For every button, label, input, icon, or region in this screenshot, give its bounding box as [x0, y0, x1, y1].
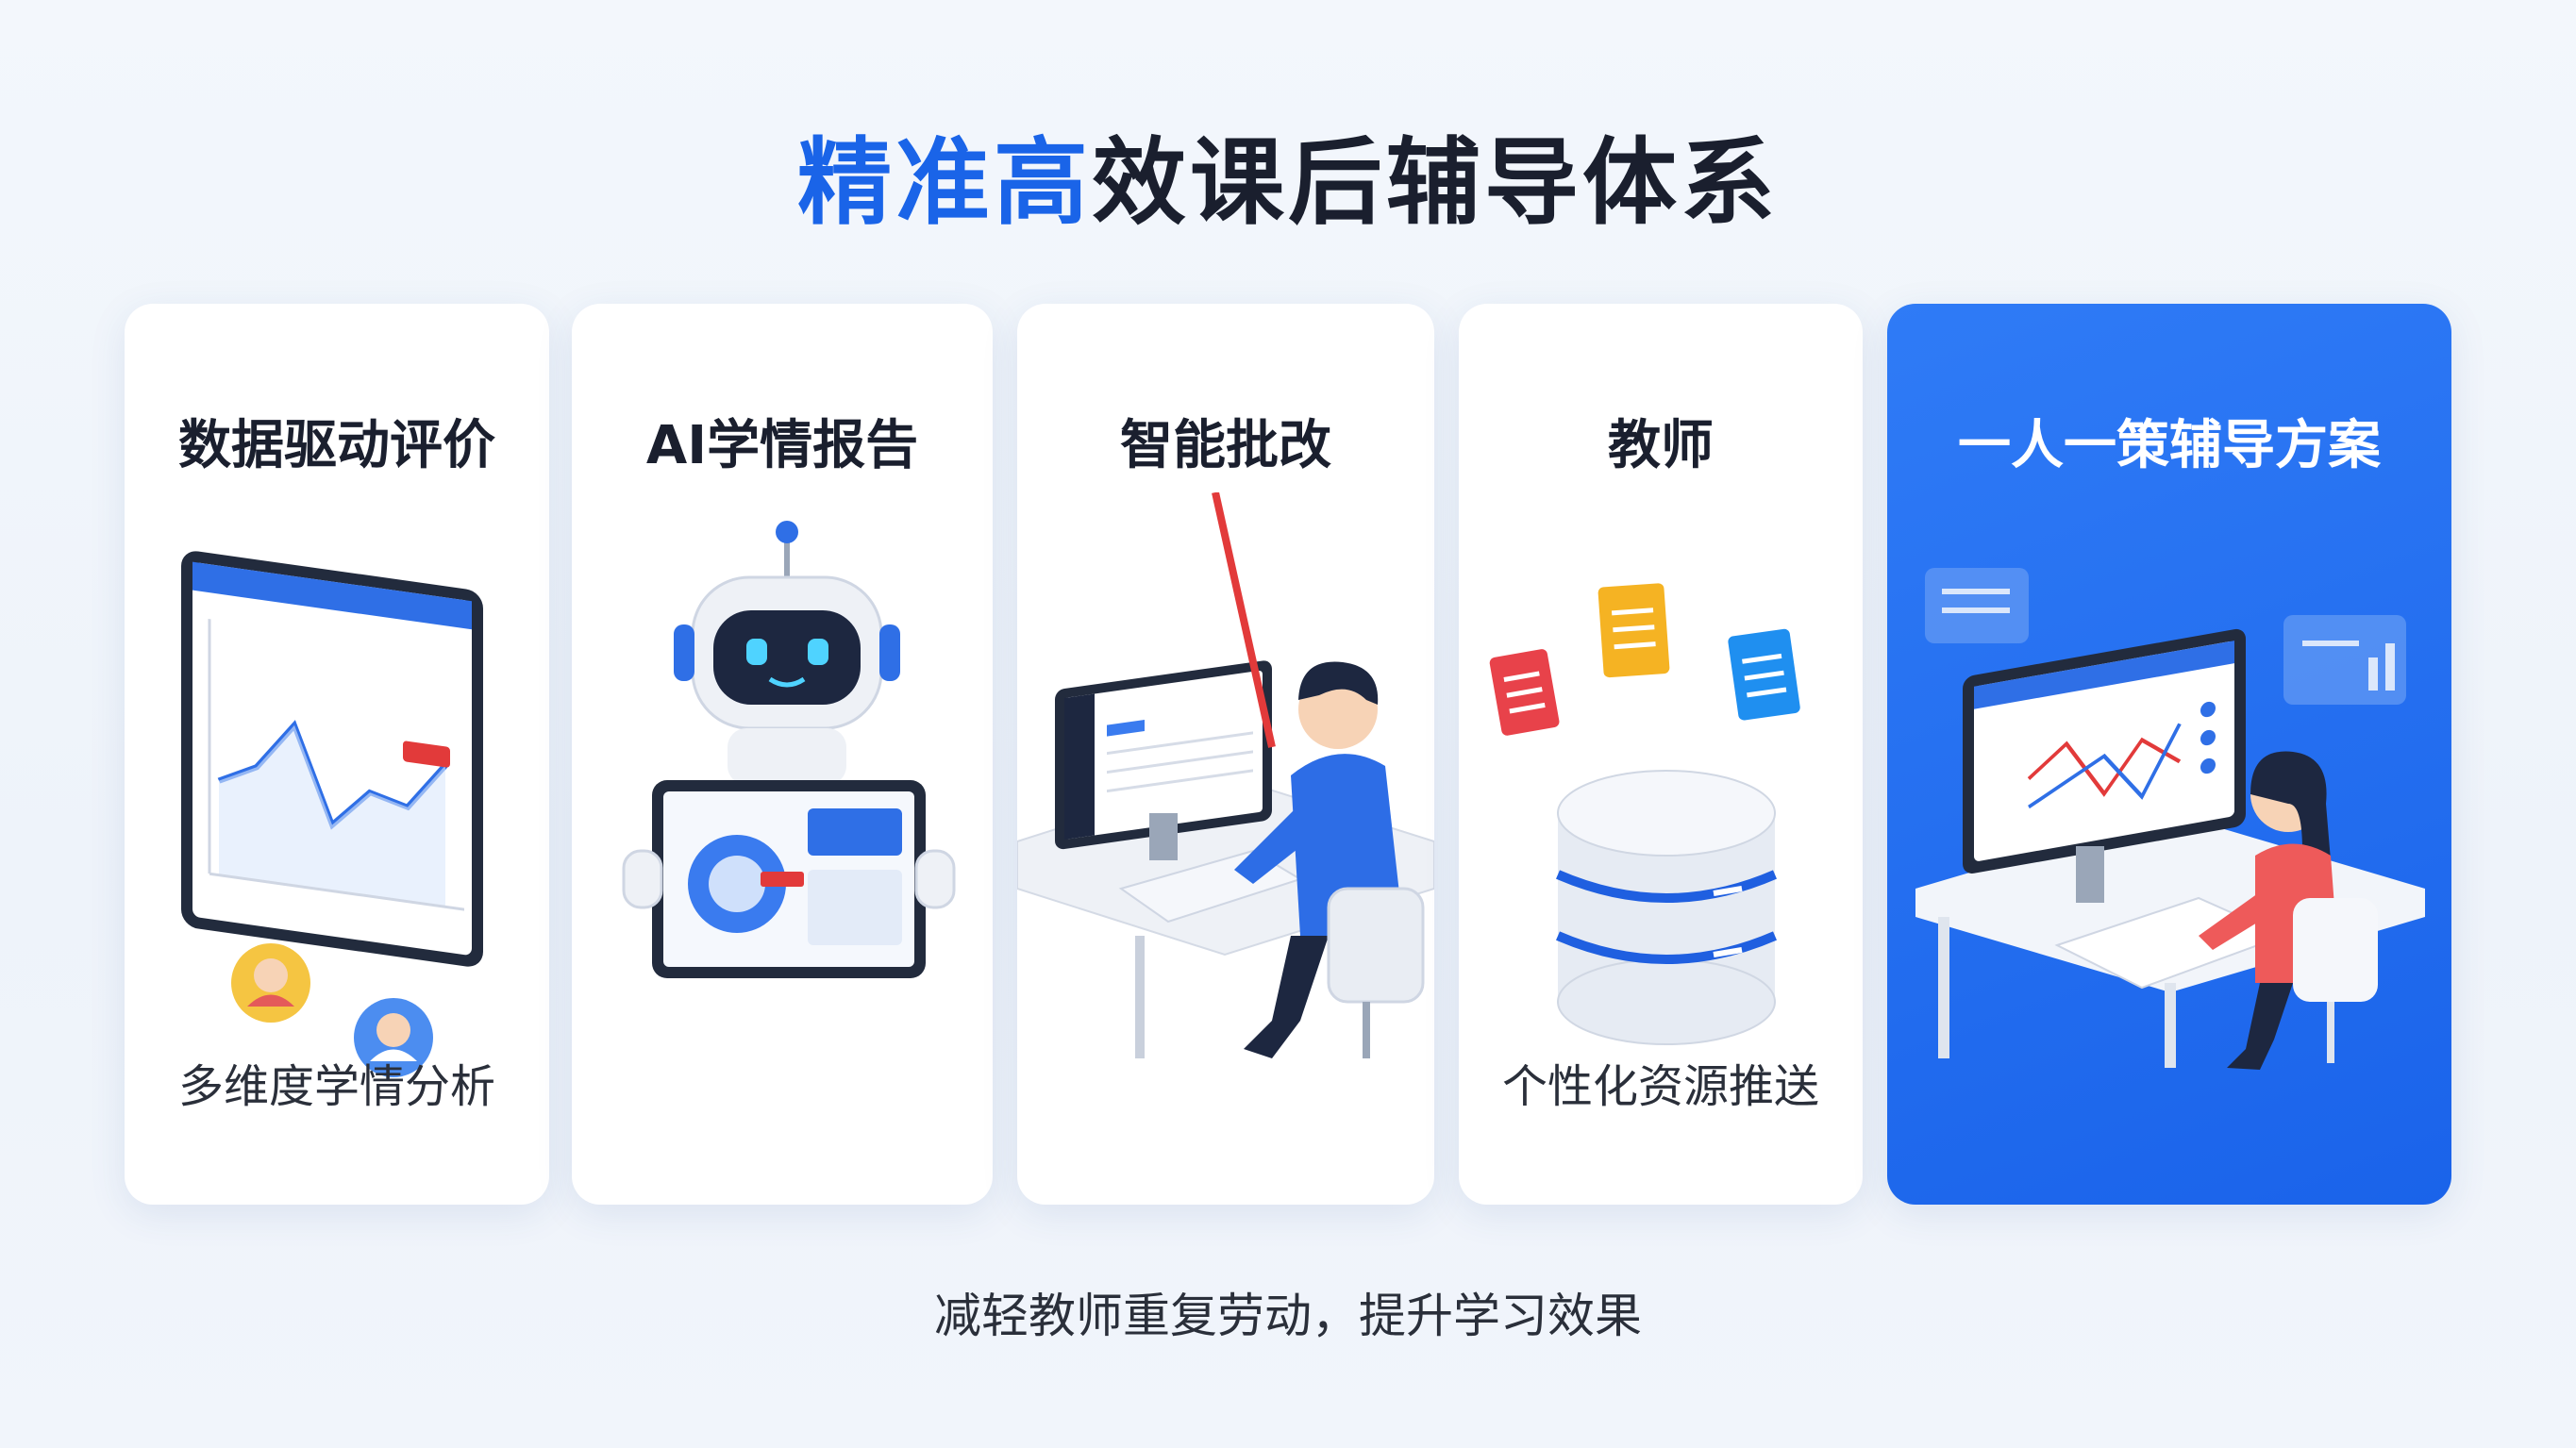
- card-title: AI学情报告: [645, 415, 919, 476]
- title-rest: 效课后辅导体系: [1092, 127, 1779, 238]
- title-highlight: 精准高: [797, 127, 1092, 238]
- page-title: 精准高效课后辅导体系: [0, 106, 2576, 242]
- card-smart-grading[interactable]: 智能批改: [1017, 304, 1434, 1205]
- footer-tagline: 减轻教师重复劳动，提升学习效果: [934, 1289, 1642, 1343]
- dashboard-chart-icon: [125, 492, 549, 1077]
- card-title: 教师: [1608, 415, 1714, 476]
- card-teacher-resources[interactable]: 教师: [1459, 304, 1863, 1205]
- card-caption: 多维度学情分析: [177, 1060, 495, 1113]
- card-ai-report[interactable]: AI学情报告: [572, 304, 993, 1205]
- card-title: 数据驱动评价: [178, 415, 495, 476]
- card-caption: 个性化资源推送: [1501, 1060, 1819, 1113]
- teacher-computer-icon: [1017, 492, 1434, 1077]
- robot-tablet-icon: [572, 492, 993, 1077]
- student-plan-icon: [1887, 492, 2451, 1077]
- card-data-driven-evaluation[interactable]: 数据驱动评价 多维度学情分析: [125, 304, 549, 1205]
- database-documents-icon: [1459, 492, 1863, 1077]
- card-title: 一人一策辅导方案: [1958, 415, 2381, 476]
- card-individual-plan[interactable]: 一人一策辅导方案: [1887, 304, 2451, 1205]
- card-title: 智能批改: [1120, 415, 1331, 476]
